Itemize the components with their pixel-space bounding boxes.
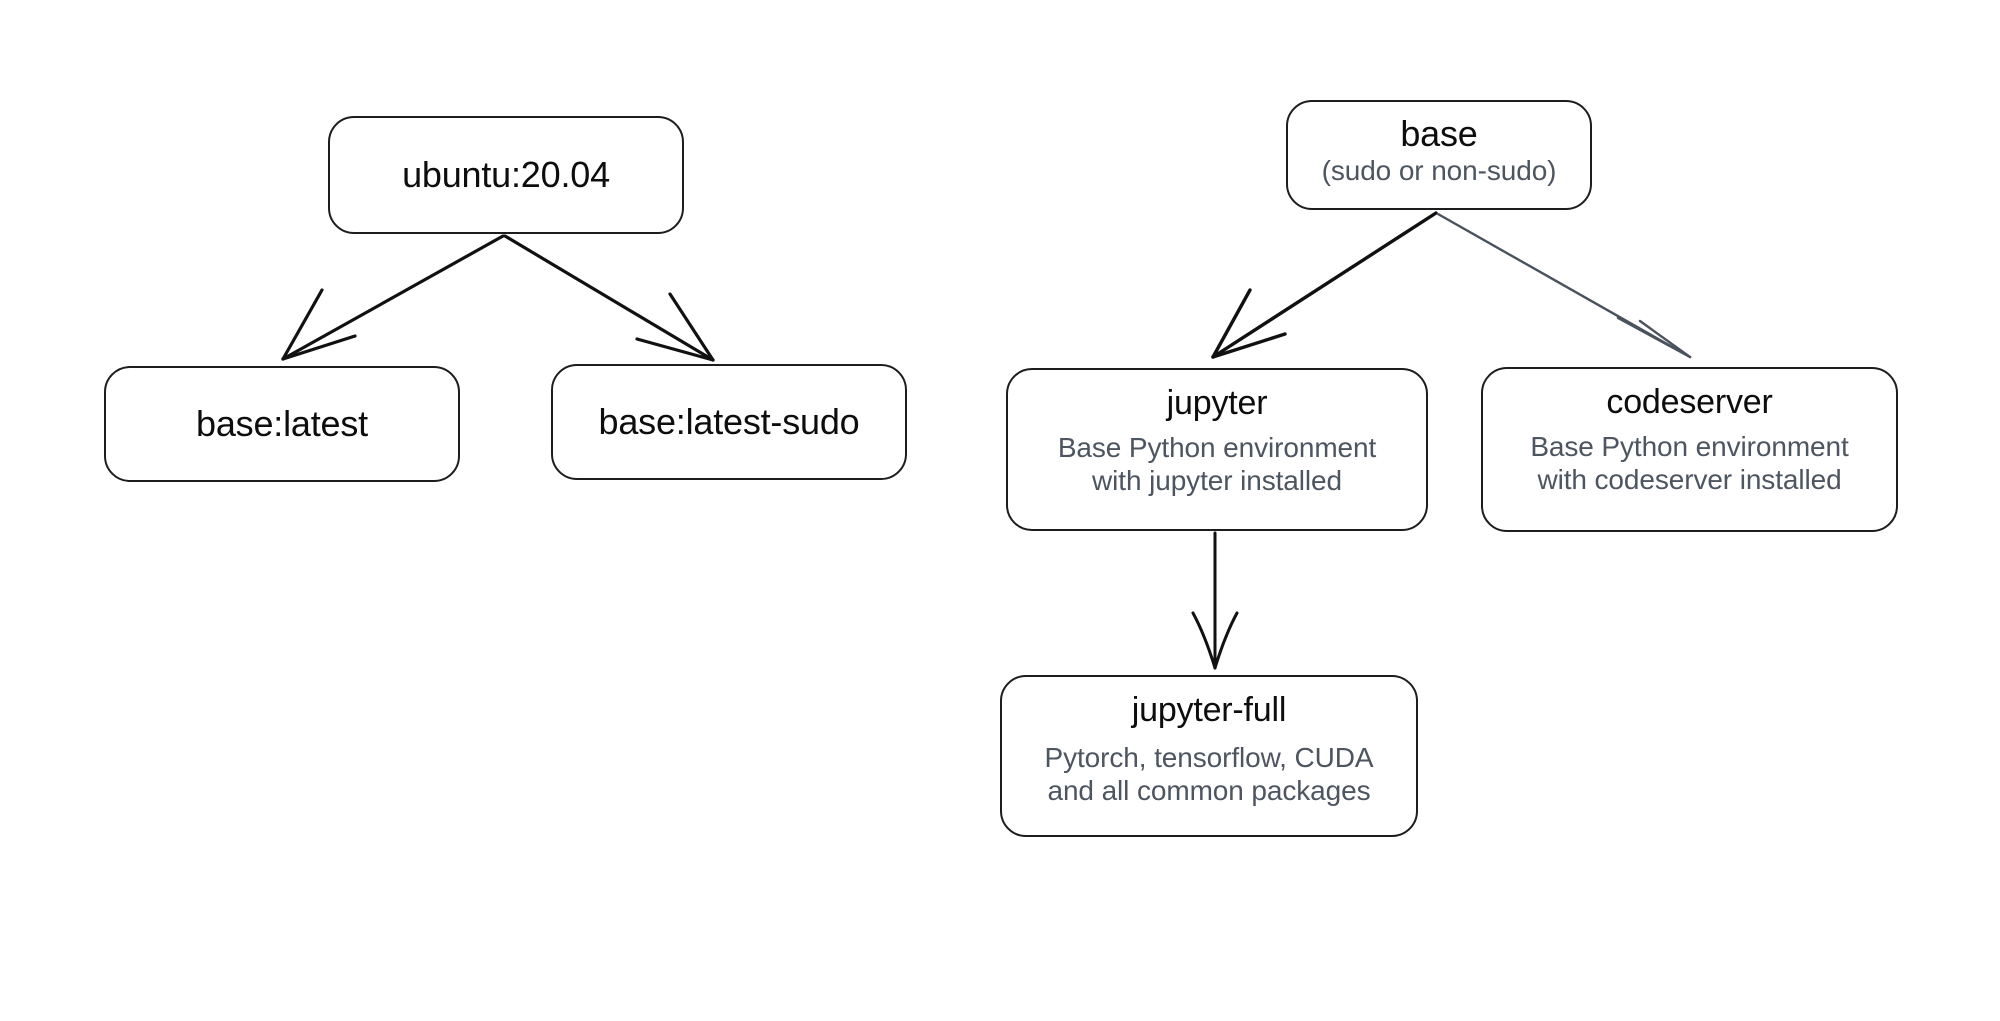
node-title: jupyter-full <box>1131 691 1287 729</box>
node-base[interactable]: base (sudo or non-sudo) <box>1286 100 1592 210</box>
node-subtitle: Base Python environment with codeserver … <box>1530 431 1849 495</box>
edge-base-to-codeserver <box>1436 212 1692 359</box>
node-title: base:latest <box>196 403 368 445</box>
node-jupyter[interactable]: jupyter Base Python environment with jup… <box>1006 368 1428 531</box>
edge-ubuntu-to-base-latest-sudo <box>503 234 715 362</box>
edge-jupyter-to-jupyter-full <box>1191 531 1239 670</box>
node-title: base <box>1400 113 1478 154</box>
node-subtitle: (sudo or non-sudo) <box>1321 154 1557 186</box>
node-title: ubuntu:20.04 <box>402 154 610 196</box>
node-codeserver[interactable]: codeserver Base Python environment with … <box>1481 367 1898 532</box>
node-subtitle: Base Python environment with jupyter ins… <box>1057 432 1377 496</box>
node-title: codeserver <box>1606 383 1773 421</box>
node-title: jupyter <box>1166 384 1268 422</box>
node-title: base:latest-sudo <box>598 401 860 443</box>
node-subtitle: Pytorch, tensorflow, CUDA and all common… <box>1044 742 1374 806</box>
node-base-latest[interactable]: base:latest <box>104 366 460 482</box>
edge-base-to-jupyter <box>1211 211 1438 359</box>
node-base-latest-sudo[interactable]: base:latest-sudo <box>551 364 907 480</box>
node-ubuntu-20-04[interactable]: ubuntu:20.04 <box>328 116 684 234</box>
node-jupyter-full[interactable]: jupyter-full Pytorch, tensorflow, CUDA a… <box>1000 675 1418 837</box>
edge-ubuntu-to-base-latest <box>281 234 505 361</box>
